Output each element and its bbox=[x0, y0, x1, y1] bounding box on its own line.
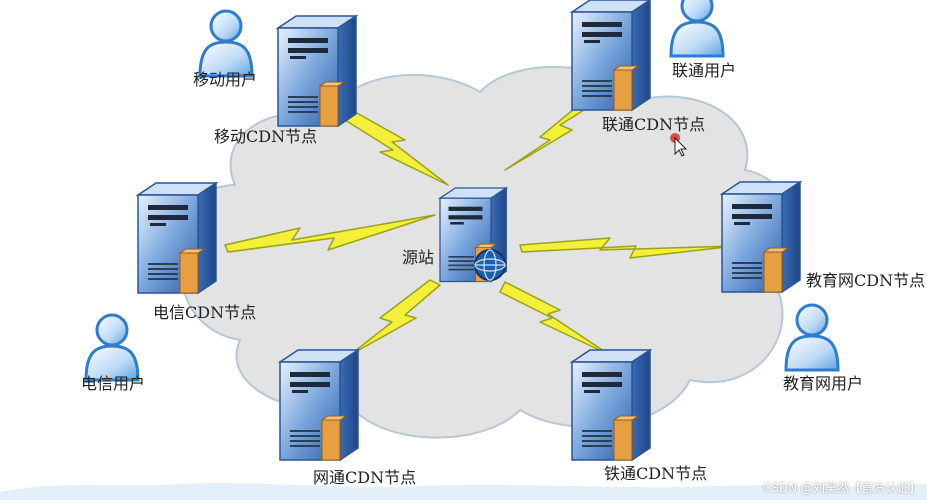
label-edu-user: 教育网用户 bbox=[783, 374, 864, 393]
label-telecom-user: 电信用户 bbox=[81, 374, 146, 393]
bolt-mobile bbox=[344, 111, 449, 186]
label-telecom-cdn-node: 电信CDN节点 bbox=[153, 303, 257, 322]
bolt-netcom bbox=[349, 279, 441, 356]
label-netcom-cdn-node: 网通CDN节点 bbox=[313, 468, 417, 487]
label-unicom-user: 联通用户 bbox=[672, 61, 737, 80]
link-bolts bbox=[224, 99, 736, 356]
bolt-telecom bbox=[224, 214, 436, 253]
server-netcom-cdn bbox=[279, 349, 359, 461]
mouse-cursor-icon bbox=[670, 133, 688, 157]
globe-icon bbox=[474, 249, 506, 281]
server-mobile-cdn bbox=[277, 15, 357, 127]
server-railcom-cdn bbox=[571, 349, 651, 461]
label-unicom-cdn-node: 联通CDN节点 bbox=[602, 115, 706, 134]
user-icon-edu bbox=[784, 303, 840, 372]
server-unicom-cdn bbox=[571, 0, 651, 111]
label-railcom-cdn-node: 铁通CDN节点 bbox=[604, 464, 708, 483]
bolt-edu bbox=[519, 237, 736, 259]
bolt-railcom bbox=[499, 281, 611, 356]
watermark: CSDN @刘昊然【官方认证】 bbox=[762, 481, 921, 495]
label-origin: 源站 bbox=[402, 248, 435, 267]
label-mobile-cdn-node: 移动CDN节点 bbox=[214, 127, 318, 146]
user-icon-telecom bbox=[84, 313, 140, 382]
label-edu-cdn-node: 教育网CDN节点 bbox=[806, 271, 926, 290]
bottom-cloud-edge bbox=[0, 483, 927, 500]
server-telecom-cdn bbox=[137, 182, 217, 294]
server-edu-cdn bbox=[721, 181, 801, 293]
label-mobile-user: 移动用户 bbox=[193, 70, 258, 89]
user-icon-mobile bbox=[198, 9, 254, 78]
user-icon-unicom bbox=[669, 0, 725, 58]
